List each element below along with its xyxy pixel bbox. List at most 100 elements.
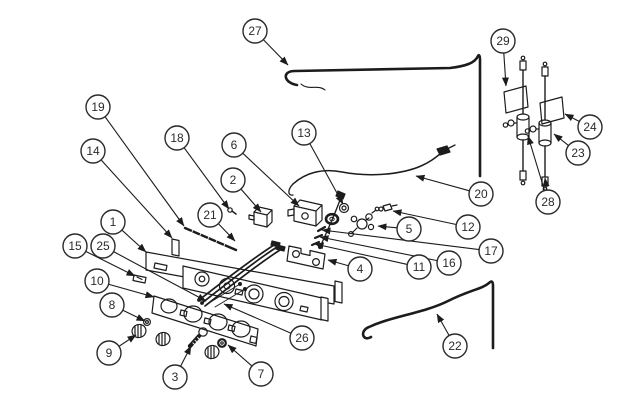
- svg-text:13: 13: [297, 126, 311, 140]
- callout-17: 17: [478, 238, 504, 264]
- leader-line-15: [85, 250, 136, 277]
- leader-line-4: [327, 258, 349, 267]
- callout-10: 10: [84, 268, 110, 294]
- svg-text:4: 4: [357, 262, 364, 276]
- svg-text:21: 21: [203, 208, 217, 222]
- svg-text:5: 5: [406, 222, 413, 236]
- leader-line-28: [527, 135, 546, 191]
- callout-8: 8: [99, 292, 125, 318]
- leader-line-3: [180, 345, 192, 367]
- svg-text:9: 9: [106, 346, 113, 360]
- part-bezel-faceplate: [151, 295, 259, 347]
- part-lower-control-cable: [361, 280, 495, 350]
- leader-line-1: [121, 229, 147, 253]
- part-wiring-harness: [288, 144, 456, 250]
- leader-line-13: [309, 143, 344, 205]
- leader-line-12: [392, 209, 457, 226]
- leader-line-10: [108, 283, 155, 299]
- callout-16: 16: [436, 250, 462, 276]
- callout-29: 29: [490, 28, 516, 54]
- part-toggle-switch: [248, 206, 273, 228]
- part-long-pin: [183, 226, 238, 252]
- leader-line-8: [122, 309, 146, 322]
- leader-line-7: [227, 344, 253, 367]
- part-plate-29: [503, 85, 529, 114]
- leader-line-18: [183, 147, 230, 210]
- leader-line-17: [321, 227, 480, 251]
- leader-line-9: [118, 334, 137, 347]
- leader-line-21: [217, 223, 236, 242]
- callout-23: 23: [565, 140, 591, 166]
- leader-line-23: [553, 133, 569, 146]
- part-nut-8: [143, 318, 152, 327]
- callout-9: 9: [96, 340, 122, 366]
- callout-balloons: 1234567891011121314151617181920212223242…: [62, 18, 603, 390]
- callout-15: 15: [62, 233, 88, 259]
- callout-25: 25: [90, 233, 116, 259]
- leader-line-24: [564, 113, 580, 122]
- part-upper-control-cable: [284, 53, 482, 178]
- svg-text:11: 11: [413, 260, 426, 274]
- leader-line-20: [415, 174, 470, 192]
- part-knob-1: [131, 323, 147, 339]
- leader-line-19: [104, 116, 185, 227]
- callout-1: 1: [100, 209, 126, 235]
- part-valve-assembly: [348, 206, 380, 238]
- svg-text:18: 18: [170, 131, 184, 145]
- svg-text:25: 25: [96, 239, 110, 253]
- leader-line-28: [542, 177, 550, 191]
- part-indicator-lamp: [187, 327, 208, 349]
- part-clip: [132, 274, 147, 284]
- leader-lines: [85, 39, 580, 367]
- leader-line-6: [242, 152, 300, 207]
- callout-14: 14: [80, 138, 106, 164]
- svg-text:24: 24: [583, 120, 597, 134]
- callout-7: 7: [248, 361, 274, 387]
- callout-18: 18: [164, 125, 190, 151]
- leader-line-5: [377, 223, 398, 231]
- callout-26: 26: [289, 325, 315, 351]
- svg-text:26: 26: [295, 331, 309, 345]
- leader-line-25: [113, 251, 207, 302]
- leader-line-11: [314, 242, 408, 265]
- callout-13: 13: [291, 120, 317, 146]
- svg-text:23: 23: [571, 146, 585, 160]
- callout-27: 27: [242, 18, 268, 44]
- part-plate-24: [539, 96, 565, 125]
- svg-text:20: 20: [474, 187, 488, 201]
- svg-text:22: 22: [448, 339, 462, 353]
- svg-text:28: 28: [541, 195, 555, 209]
- callout-4: 4: [347, 256, 373, 282]
- part-small-screw: [227, 207, 237, 215]
- svg-text:12: 12: [461, 220, 475, 234]
- svg-text:14: 14: [86, 144, 100, 158]
- callout-12: 12: [455, 214, 481, 240]
- part-ring-nut: [338, 202, 350, 214]
- part-relay-box: [287, 199, 323, 227]
- svg-text:1: 1: [110, 215, 117, 229]
- part-grommet: [324, 212, 340, 226]
- callout-3: 3: [162, 364, 188, 390]
- callout-28: 28: [535, 189, 561, 215]
- svg-text:17: 17: [484, 244, 498, 258]
- svg-text:6: 6: [231, 138, 238, 152]
- callout-5: 5: [396, 216, 422, 242]
- part-knob-2: [155, 331, 171, 347]
- leader-line-26: [223, 303, 292, 334]
- svg-text:16: 16: [442, 256, 456, 270]
- svg-text:7: 7: [258, 367, 265, 381]
- callout-24: 24: [577, 114, 603, 140]
- part-mounting-bracket: [286, 245, 326, 270]
- callout-20: 20: [468, 181, 494, 207]
- callout-22: 22: [442, 333, 468, 359]
- leader-line-27: [262, 39, 289, 66]
- svg-text:3: 3: [172, 370, 179, 384]
- leader-line-29: [501, 52, 509, 87]
- part-nut-7: [217, 338, 227, 348]
- svg-text:2: 2: [230, 173, 237, 187]
- svg-text:15: 15: [68, 239, 82, 253]
- callout-21: 21: [197, 202, 223, 228]
- leader-line-14: [100, 159, 173, 239]
- svg-text:29: 29: [496, 34, 510, 48]
